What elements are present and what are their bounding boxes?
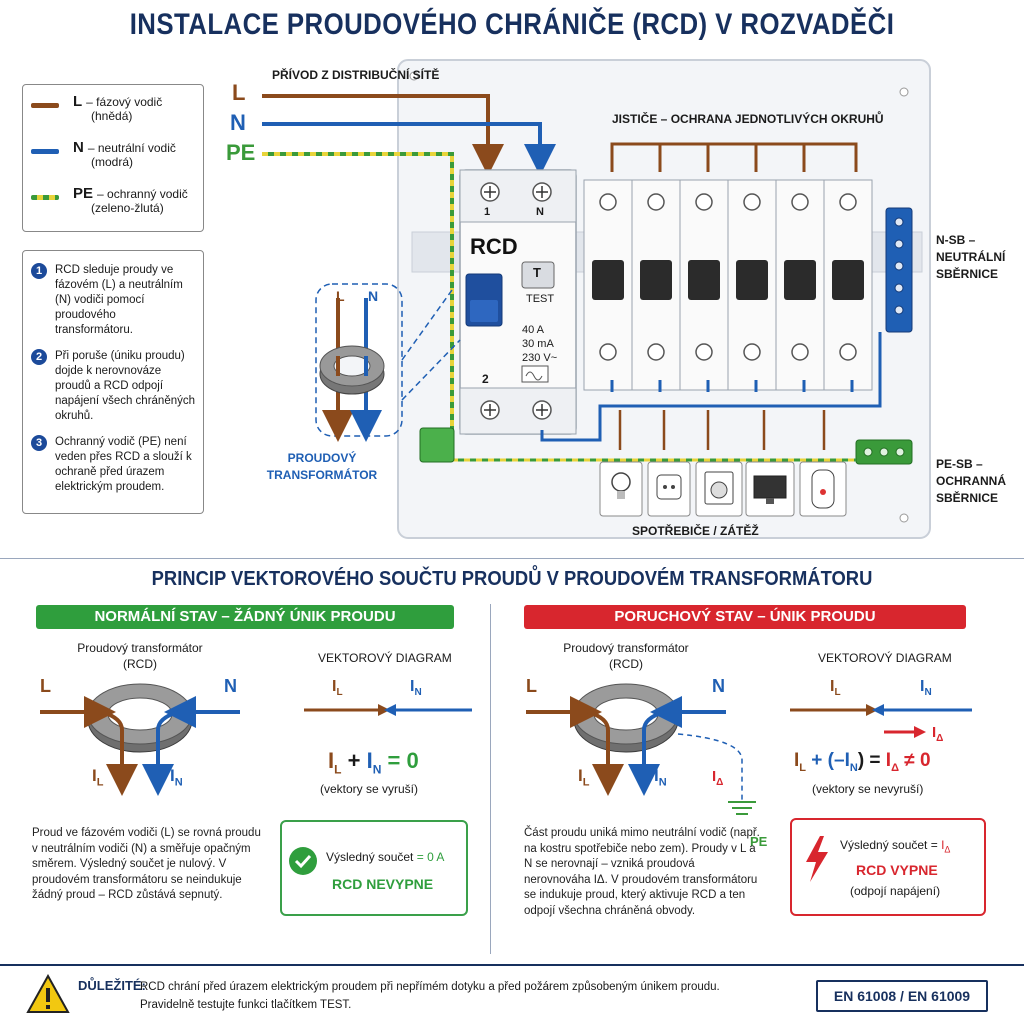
fault-equation: IL + (–IN) = IΔ ≠ 0 [794, 750, 931, 774]
test-label: TEST [526, 293, 555, 305]
fault-result-status: RCD VYPNE [856, 862, 938, 878]
normal-L-label: L [40, 676, 51, 696]
ground-icon [728, 801, 756, 815]
boiler-icon [811, 469, 835, 509]
footer-important: DŮLEŽITÉ: [78, 978, 146, 993]
standard-badge: EN 61008 / EN 61009 [816, 980, 988, 1012]
rcd-ratings: 40 A 30 mA 230 V~ [522, 324, 558, 364]
monitor-icon [753, 475, 787, 504]
checkmark-icon [289, 847, 317, 875]
supply-label: PŘÍVOD Z DISTRIBUČNÍ SÍTĚ [272, 68, 440, 82]
principle-title: PRINCIP VEKTOROVÉHO SOUČTU PROUDŮ V PROU… [151, 568, 873, 590]
normal-vector-IL: IL [332, 678, 343, 699]
page-title: INSTALACE PROUDOVÉHO CHRÁNIČE (RCD) V RO… [129, 8, 895, 41]
fault-vector-Idelta: IΔ [932, 724, 944, 744]
screw-icon [899, 513, 909, 523]
ct-L-label: L [336, 288, 345, 304]
normal-vector-diagram [304, 704, 472, 716]
rcd-label: RCD [470, 234, 518, 259]
rcd-terminal-1: 1 [484, 206, 491, 218]
fault-IL-label: IL [578, 766, 590, 789]
pe-terminal [419, 427, 455, 463]
rcd-terminal-N: N [536, 206, 544, 218]
supply-N-label: N [230, 110, 246, 135]
load-wires [618, 410, 826, 450]
normal-description: Proud ve fázovém vodiči (L) se rovná pro… [32, 827, 261, 901]
normal-result-line: Výsledný součet = 0 A [326, 850, 445, 864]
normal-ct-diagram [40, 683, 240, 796]
normal-IL-label: IL [92, 766, 104, 789]
supply-neutral-wire [262, 122, 556, 176]
screw-icon [409, 71, 419, 81]
fault-vector-title: VEKTOROVÝ DIAGRAM [818, 651, 952, 665]
fault-vector-diagram [790, 704, 972, 738]
normal-state-banner: NORMÁLNÍ STAV – ŽÁDNÝ ÚNIK PROUDU [36, 605, 454, 629]
fault-ct-title: Proudový transformátor(RCD) [563, 641, 689, 671]
wire-legend: L– fázový vodič(hnědá) N– neutrální vodi… [22, 84, 204, 232]
fault-PE-label: PE [750, 834, 768, 849]
normal-result-box: Výsledný součet = 0 A RCD NEVYPNE [280, 820, 468, 916]
fault-Idelta-label: IΔ [712, 768, 724, 788]
normal-eq-note: (vektory se vyruší) [320, 782, 419, 796]
fault-N-label: N [712, 676, 725, 696]
wiring-diagram [262, 59, 931, 539]
rcd-terminal-2: 2 [482, 372, 489, 386]
fault-vector-IL: IL [830, 678, 841, 699]
loads-label: SPOTŘEBIČE / ZÁTĚŽ [632, 524, 759, 538]
warning-icon [26, 974, 70, 1013]
bulb-icon [611, 472, 631, 499]
fault-eq-note: (vektory se nevyruší) [812, 782, 924, 796]
fault-description: Část proudu uniká mimo neutrální vodič (… [524, 827, 760, 917]
breakers-label: JISTIČE – OCHRANA JEDNOTLIVÝCH OKRUHŮ [612, 112, 884, 126]
test-button[interactable]: T [533, 265, 541, 280]
lightning-icon [806, 836, 828, 882]
fault-state-banner: PORUCHOVÝ STAV – ÚNIK PROUDU [524, 605, 966, 629]
fault-ct-diagram [526, 683, 756, 815]
normal-result-status: RCD NEVYPNE [332, 876, 434, 892]
fault-vector-IN: IN [920, 678, 932, 699]
supply-L-label: L [232, 80, 246, 105]
washing-machine-icon [704, 471, 734, 505]
breaker-group [583, 179, 873, 391]
fault-L-label: L [526, 676, 537, 696]
fault-result-box: Výsledný součet = IΔ RCD VYPNE (odpojí n… [790, 818, 986, 916]
section-divider [0, 558, 1024, 559]
column-divider [490, 604, 491, 954]
socket-icon [656, 474, 682, 500]
normal-ct-title: Proudový transformátor(RCD) [77, 641, 203, 671]
normal-vector-title: VEKTOROVÝ DIAGRAM [318, 651, 452, 665]
screw-icon [899, 87, 909, 97]
fault-result-line: Výsledný součet = IΔ [840, 838, 951, 855]
fault-result-note: (odpojí napájení) [850, 884, 941, 898]
normal-IN-label: IN [170, 766, 183, 789]
neutral-wiring [540, 332, 882, 442]
ct-N-label: N [368, 288, 379, 304]
footer: DŮLEŽITÉ: RCD chrání před úrazem elektri… [0, 964, 1024, 1026]
supply-PE-label: PE [226, 140, 256, 165]
fault-IN-label: IN [654, 766, 667, 789]
breaker-feed-bus [610, 142, 858, 172]
footer-text: RCD chrání před úrazem elektrickým proud… [140, 981, 720, 1011]
supply-phase-wire [262, 94, 504, 176]
normal-N-label: N [224, 676, 237, 696]
normal-vector-IN: IN [410, 678, 422, 699]
normal-equation: IL + IN = 0 [328, 748, 419, 777]
